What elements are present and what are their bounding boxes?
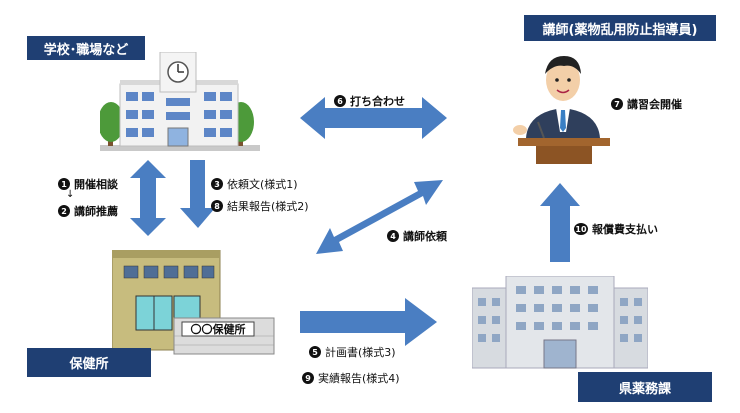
step-10-text: 報償費支払い (592, 223, 658, 236)
step-7-text: 講習会開催 (627, 98, 682, 111)
lecturer-label: 講師(薬物乱用防止指導員) (524, 15, 716, 41)
step-4-number: 4 (387, 230, 399, 242)
step-9-label: 9 実績報告(様式4) (302, 370, 400, 386)
step-1-down-arrow: ↓ (66, 189, 75, 200)
step-9-number: 9 (302, 372, 314, 384)
payment-up-arrow (540, 183, 580, 262)
step-2-number: 2 (58, 205, 70, 217)
step-5-text: 計画書(様式3) (325, 346, 396, 359)
step-8-number: 8 (211, 200, 223, 212)
consult-double-arrow (130, 160, 166, 236)
step-9-text: 実績報告(様式4) (318, 372, 400, 385)
health-center-illustration (112, 250, 275, 355)
step-10-label: 10 報償費支払い (574, 221, 658, 237)
school-building-illustration (100, 52, 260, 151)
health-center-sign: 〇〇保健所 (190, 323, 246, 336)
step-8-label: 8 結果報告(様式2) (211, 198, 309, 214)
step-1-number: 1 (58, 178, 70, 190)
step-6-number: 6 (334, 95, 346, 107)
lecturer-illustration (513, 56, 610, 164)
step-6-label: 6 打ち合わせ (334, 93, 405, 109)
step-1-label: 1 開催相談 (58, 176, 118, 192)
step-5-number: 5 (309, 346, 321, 358)
lecturer-request-diagonal-arrow (316, 180, 443, 254)
prefecture-building-illustration (472, 276, 648, 369)
step-3-number: 3 (211, 178, 223, 190)
step-4-label: 4 講師依頼 (387, 228, 447, 244)
step-7-label: 7 講習会開催 (611, 96, 682, 112)
step-2-text: 講師推薦 (74, 205, 118, 218)
step-4-text: 講師依頼 (403, 230, 447, 243)
prefecture-label: 県薬務課 (578, 372, 712, 402)
step-8-text: 結果報告(様式2) (227, 200, 309, 213)
step-7-number: 7 (611, 98, 623, 110)
request-down-arrow (180, 160, 215, 228)
health-center-label: 保健所 (27, 348, 151, 377)
step-3-text: 依頼文(様式1) (227, 178, 298, 191)
meeting-double-arrow (300, 97, 447, 139)
step-10-number: 10 (574, 223, 588, 235)
school-label: 学校･職場など (27, 36, 145, 60)
step-2-label: 2 講師推薦 (58, 203, 118, 219)
plan-right-arrow (300, 298, 437, 346)
step-1-text: 開催相談 (74, 178, 118, 191)
step-5-label: 5 計画書(様式3) (309, 344, 396, 360)
step-6-text: 打ち合わせ (350, 95, 405, 108)
step-3-label: 3 依頼文(様式1) (211, 176, 298, 192)
